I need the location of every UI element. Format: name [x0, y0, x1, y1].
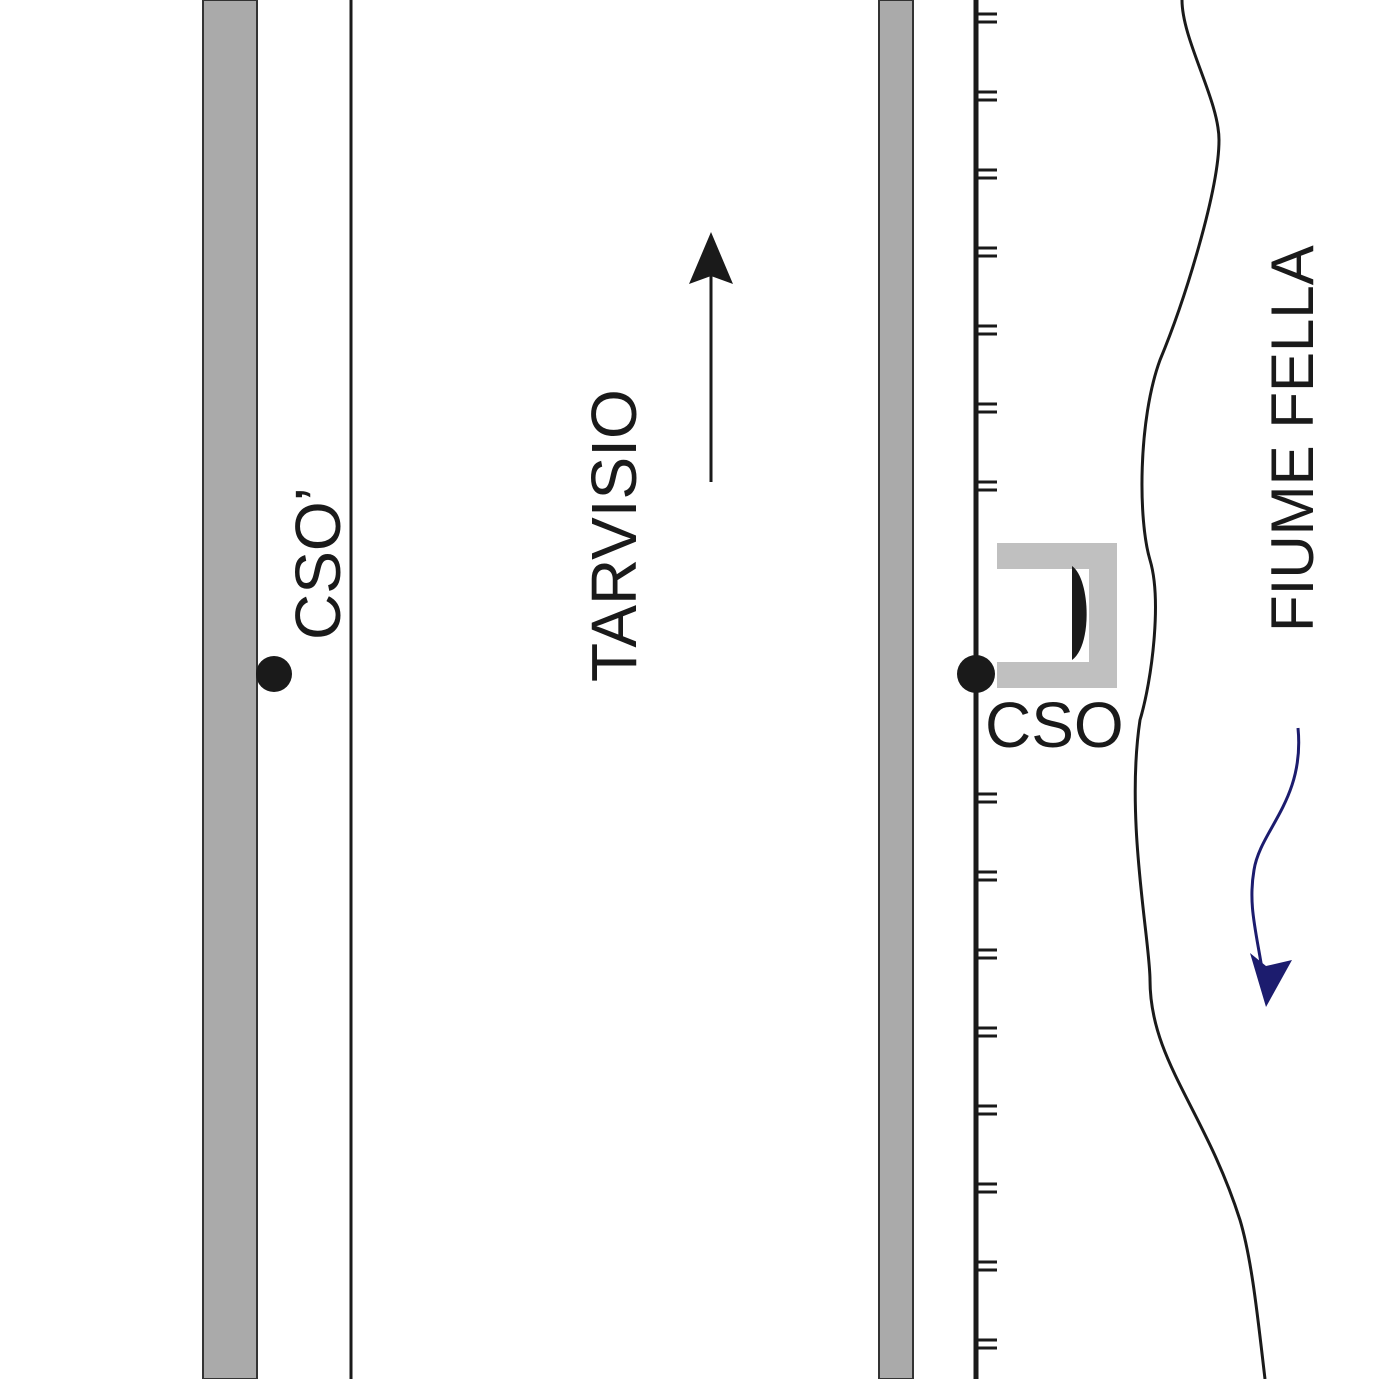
cso-point: [957, 655, 995, 693]
cso-prime-label: CSO’: [282, 487, 354, 640]
fault-tick: [978, 1104, 997, 1116]
fault-tick: [978, 1026, 997, 1038]
wavy-down-arrow-icon: [1250, 727, 1301, 1007]
cso-label: CSO: [985, 689, 1124, 761]
fault-tick: [978, 948, 997, 960]
fault-tick: [978, 246, 997, 258]
direction-label: TARVISIO: [578, 389, 650, 682]
fault-tick: [978, 870, 997, 882]
fault-tick: [978, 792, 997, 804]
fault-tick: [978, 1260, 997, 1272]
fault-ticks: [978, 12, 997, 1350]
river-bank-line: [1133, 0, 1267, 1379]
fault-tick: [978, 402, 997, 414]
fault-tick: [978, 90, 997, 102]
river-label: FIUME FELLA: [1259, 245, 1326, 632]
up-arrow-icon: [689, 232, 733, 482]
fault-tick: [978, 480, 997, 492]
fault-tick: [978, 12, 997, 24]
cso-prime-point: [256, 656, 292, 692]
outcrop-bracket: [997, 543, 1117, 688]
fault-tick: [978, 1182, 997, 1194]
outcrop-lens: [1072, 566, 1087, 660]
fault-tick: [978, 324, 997, 336]
fault-tick: [978, 168, 997, 180]
left-grey-band: [202, 0, 258, 1379]
right-grey-band: [878, 0, 914, 1379]
fault-tick: [978, 1338, 997, 1350]
